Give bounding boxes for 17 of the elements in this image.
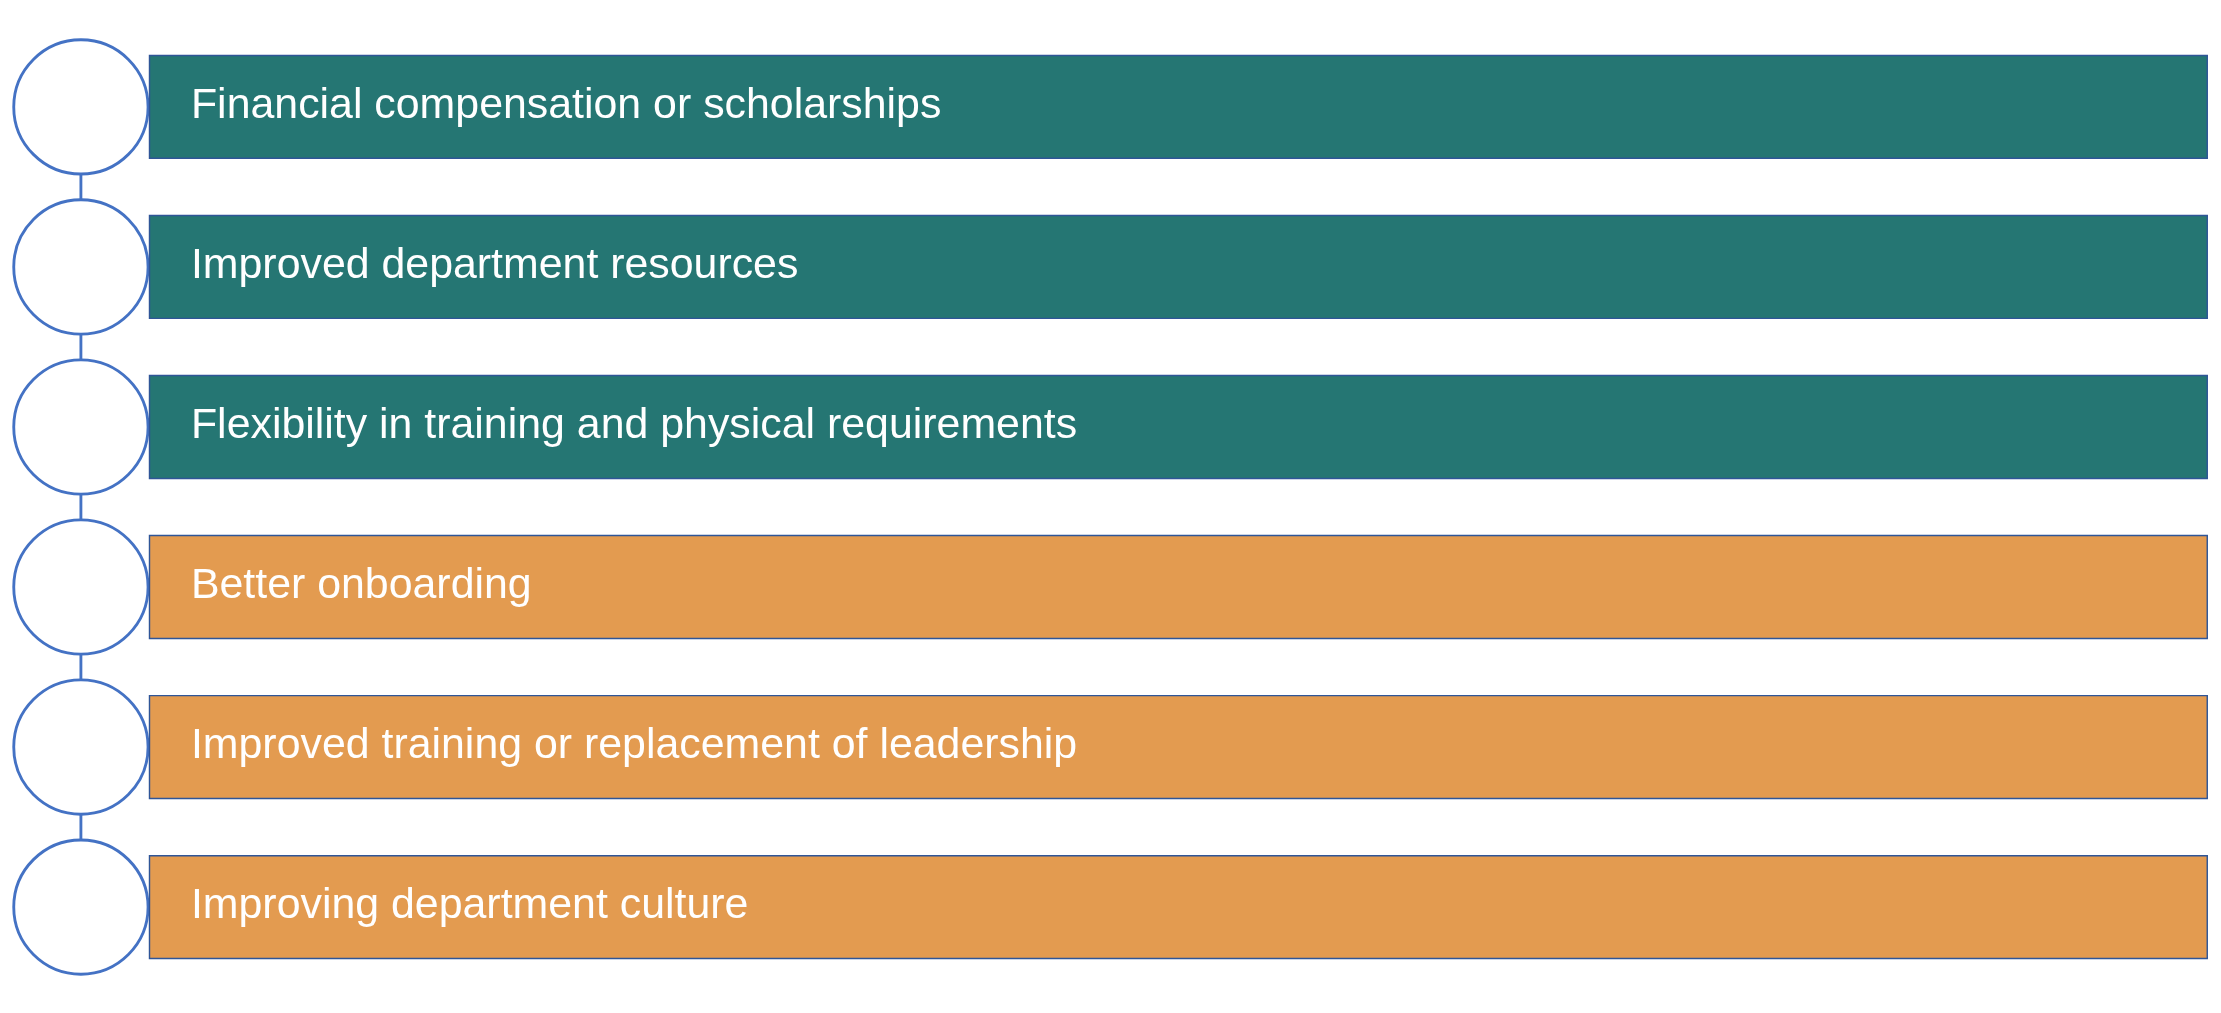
connector: [79, 653, 83, 680]
node-circle: [12, 197, 150, 335]
node-circle: [12, 517, 150, 656]
node-box: Financial compensation or scholarships: [148, 54, 2208, 159]
connector: [79, 813, 83, 840]
node-box: Improving department culture: [148, 854, 2208, 959]
node-box: Better onboarding: [148, 534, 2208, 639]
node-circle: [12, 357, 150, 496]
node-box: Improved department resources: [148, 214, 2208, 319]
node-box: Flexibility in training and physical requirements: [148, 374, 2208, 479]
connector: [79, 333, 83, 360]
connector: [79, 173, 83, 199]
node-circle: [12, 678, 150, 816]
connector: [79, 493, 83, 520]
node-circle: [12, 838, 150, 976]
node-box: Improved training or replacement of leadership: [148, 694, 2208, 799]
node-circle: [12, 37, 150, 175]
